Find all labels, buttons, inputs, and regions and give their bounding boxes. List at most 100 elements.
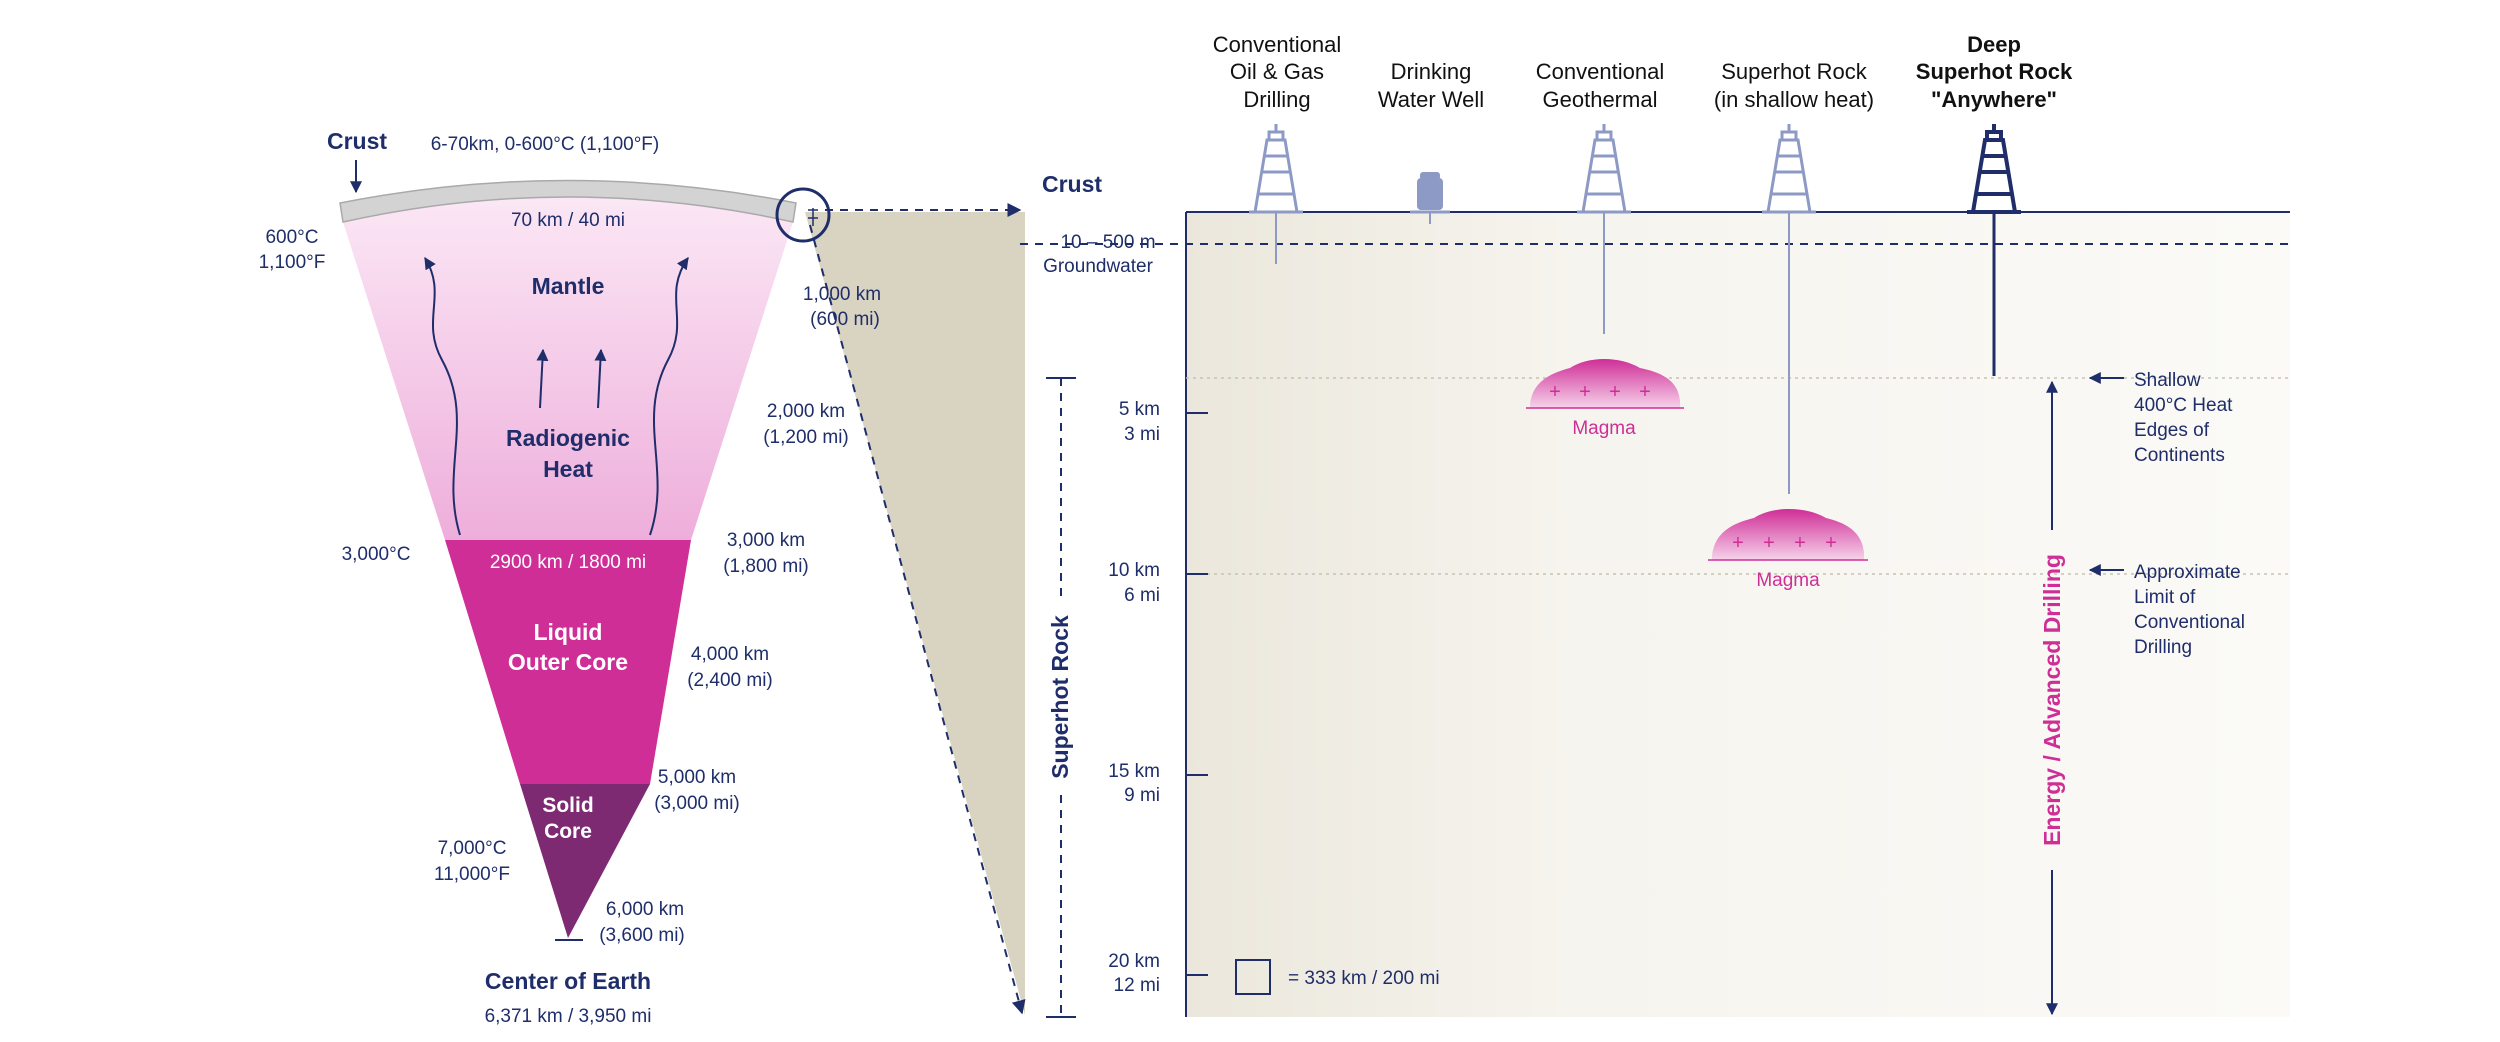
water-well-icon [1410,172,1450,214]
svg-text:+: + [1549,381,1561,403]
header-oil-gas-line2: Oil & Gas [1230,59,1324,84]
zoom-line-bottom [809,224,1026,1015]
temp-600f: 1,100°F [259,252,326,273]
center-depth: 6,371 km / 3,950 mi [485,1006,652,1027]
depth-label-12mi: 12 mi [1114,975,1160,996]
svg-text:+: + [1609,381,1621,403]
rig-superhot-shallow-icon [1762,124,1816,214]
temp-3000: 3,000°C [342,544,411,565]
heat-arrow-mid-left [536,348,549,409]
magma-body-deep: + + + + [1708,509,1868,561]
header-deep-superhot-line1: Deep [1967,32,2021,57]
svg-text:+: + [1639,381,1651,403]
advanced-drilling-label: Energy / Advanced Drilling [2039,554,2065,846]
note-limit-line4: Drilling [2134,637,2192,658]
groundwater-label: Groundwater [1043,256,1154,277]
header-oil-gas-line1: Conventional [1213,32,1341,57]
svg-text:+: + [1732,532,1744,554]
outer-core-line2: Outer Core [508,649,628,675]
note-shallow-line3: Edges of [2134,420,2210,441]
superhot-rock-bracket [1046,377,1076,1018]
svg-text:+: + [1825,532,1837,554]
heat-arrow-mid-right [594,348,607,409]
depth-mark-2000-km: 2,000 km [767,401,845,422]
header-oil-gas-line3: Drilling [1243,87,1310,112]
wells [1275,212,1996,494]
earth-depth-marks: 1,000 km (600 mi) 2,000 km (1,200 mi) 3,… [599,284,881,946]
heat-arrow-right [649,257,689,536]
depth-label-5km: 5 km [1119,399,1160,420]
panel-crust-label: Crust [1042,171,1102,197]
header-geothermal-line2: Geothermal [1543,87,1658,112]
solid-core-layer [520,784,650,938]
svg-text:+: + [1763,532,1775,554]
header-water-line2: Water Well [1378,87,1484,112]
magma-label-deep: Magma [1756,570,1820,591]
temp-600c: 600°C [265,227,318,248]
note-shallow-line1: Shallow [2134,370,2201,391]
header-geothermal-line1: Conventional [1536,59,1664,84]
header-deep-superhot-line2: Superhot Rock [1916,59,2073,84]
crust-label: Crust [327,128,387,154]
crust-specs: 6-70km, 0-600°C (1,100°F) [431,134,660,155]
depth-mark-4000-km: 4,000 km [691,644,769,665]
depth-mark-4000-mi: (2,400 mi) [687,670,773,691]
depth-mark-3000-mi: (1,800 mi) [723,556,809,577]
depth-mark-5000-km: 5,000 km [658,767,736,788]
scale-legend-text: = 333 km / 200 mi [1288,968,1440,989]
zoom-circle [775,187,831,243]
header-water-line1: Drinking [1391,59,1472,84]
depth-mark-3000-km: 3,000 km [727,530,805,551]
center-label: Center of Earth [485,968,651,994]
depth-label-20km: 20 km [1108,951,1160,972]
earth-cross-section: Crust 6-70km, 0-600°C (1,100°F) 70 km / … [259,128,1026,1027]
depth-label-6mi: 6 mi [1124,585,1160,606]
rig-deep-superhot-icon [1967,124,2021,214]
svg-text:+: + [1794,532,1806,554]
crust-layer [339,179,797,223]
heat-arrow-left [424,256,461,536]
mantle-label: Mantle [532,273,605,299]
drilling-panel: Superhot Rock Crust 10 – 500 m Groundwat… [1020,32,2290,1018]
outer-core-line1: Liquid [534,619,603,645]
header-superhot-shallow-line2: (in shallow heat) [1714,87,1874,112]
outer-core-layer [445,540,691,784]
solid-core-line1: Solid [542,794,593,817]
depth-mark-1000-mi: (600 mi) [810,309,880,330]
temp-7000c: 7,000°C [438,838,507,859]
magma-body-shallow: + + + + [1526,359,1684,409]
note-shallow-line4: Continents [2134,445,2225,466]
header-superhot-shallow-line1: Superhot Rock [1721,59,1868,84]
depth-ticks [1186,412,1208,976]
mantle-boundary: 2900 km / 1800 mi [490,552,646,573]
depth-mark-2000-mi: (1,200 mi) [763,427,849,448]
crust-panel [1186,212,2290,1017]
note-limit-line2: Limit of [2134,587,2196,608]
groundwater-depth: 10 – 500 m [1060,232,1155,253]
header-deep-superhot-line3: "Anywhere" [1931,87,2057,112]
zoom-wedge [805,212,1025,1015]
heat-arrows [424,256,689,536]
note-limit-line1: Approximate [2134,562,2241,583]
magma-label-shallow: Magma [1572,418,1636,439]
zoom-rig-mini [808,208,818,226]
temp-7000f: 11,000°F [434,864,510,885]
superhot-rock-label: Superhot Rock [1047,615,1073,779]
svg-text:+: + [1579,381,1591,403]
crust-thickness: 70 km / 40 mi [511,210,625,231]
depth-label-9mi: 9 mi [1124,785,1160,806]
column-headers: Conventional Oil & Gas Drilling Drinking… [1213,32,2073,112]
rig-geothermal-icon [1577,124,1631,214]
mantle-layer [343,197,793,540]
radiogenic-line2: Heat [543,456,593,482]
note-shallow-line2: 400°C Heat [2134,395,2233,416]
depth-label-3mi: 3 mi [1124,424,1160,445]
depth-mark-6000-km: 6,000 km [606,899,684,920]
radiogenic-line1: Radiogenic [506,425,630,451]
depth-mark-1000-km: 1,000 km [803,284,881,305]
rig-oil-gas-icon [1249,124,1303,214]
scale-legend-box [1235,959,1271,995]
depth-label-15km: 15 km [1108,761,1160,782]
note-limit-line3: Conventional [2134,612,2245,633]
